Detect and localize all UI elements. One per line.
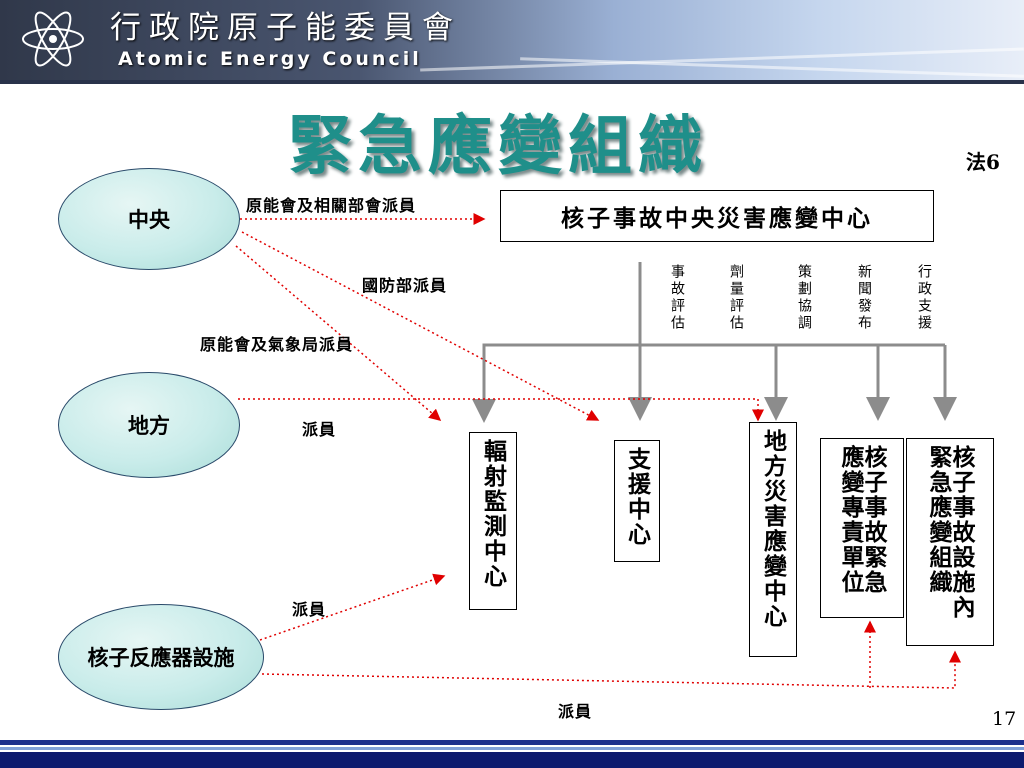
function-dose-assessment: 劑量評估 [728,264,744,332]
facility-oval: 核子反應器設施 [58,604,264,710]
local-center-box: 地方災害應變中心 [749,422,797,657]
label-facility-staff: 派員 [292,600,327,619]
label-aec-staff: 原能會及相關部會派員 [246,196,417,215]
dispatch-facility-to-onsite-org [261,650,961,689]
dispatch-local-to-local-center [238,398,764,422]
label-mnd-staff: 國防部派員 [362,276,448,295]
dispatch-central-to-support-center [241,231,600,421]
page-number: 17 [992,708,1017,730]
footer-bar [0,747,1024,750]
local-label: 地方 [128,413,170,438]
label-facility-staff-bottom: 派員 [558,702,593,721]
function-news-release: 新聞發布 [856,264,872,332]
footer-bar [0,752,1024,768]
dispatch-facility-to-radiation-center [259,573,446,641]
local-oval: 地方 [58,372,240,478]
support-center-box: 支援中心 [614,440,660,562]
footer-bars [0,740,1024,768]
facility-label: 核子反應器設施 [87,645,235,670]
header-divider [0,80,1024,84]
footer-bar [0,740,1024,745]
emergency-unit-label: 核子事故緊急應變專責單位 [837,445,887,595]
emergency-unit-box: 核子事故緊急應變專責單位 [820,438,904,618]
label-aec-cwb-staff: 原能會及氣象局派員 [200,335,354,354]
local-center-label: 地方災害應變中心 [759,429,787,629]
function-accident-assessment: 事故評估 [669,264,685,332]
central-center-label: 核子事故中央災害應變中心 [561,205,873,232]
header-banner: 行政院原子能委員會 Atomic Energy Council [0,0,1024,84]
label-local-staff: 派員 [302,420,337,439]
function-planning-coordination: 策劃協調 [796,264,812,332]
org-name-en: Atomic Energy Council [118,48,422,70]
central-oval: 中央 [58,168,240,270]
central-label: 中央 [128,207,170,232]
radiation-center-box: 輻射監測中心 [469,432,517,610]
function-admin-support: 行政支援 [916,264,932,332]
central-center-box: 核子事故中央災害應變中心 [500,190,934,242]
support-center-label: 支援中心 [623,447,651,547]
org-name-zh: 行政院原子能委員會 [110,10,461,46]
slide-title: 緊急應變組織 [288,109,708,184]
onsite-org-label: 核子事故設施內緊急應變組織 [925,445,975,620]
atom-logo-icon [22,11,84,67]
distribution-bar [482,343,945,418]
onsite-org-box: 核子事故設施內緊急應變組織 [906,438,994,646]
radiation-center-label: 輻射監測中心 [479,439,507,589]
law-reference: 法6 [966,150,1000,174]
